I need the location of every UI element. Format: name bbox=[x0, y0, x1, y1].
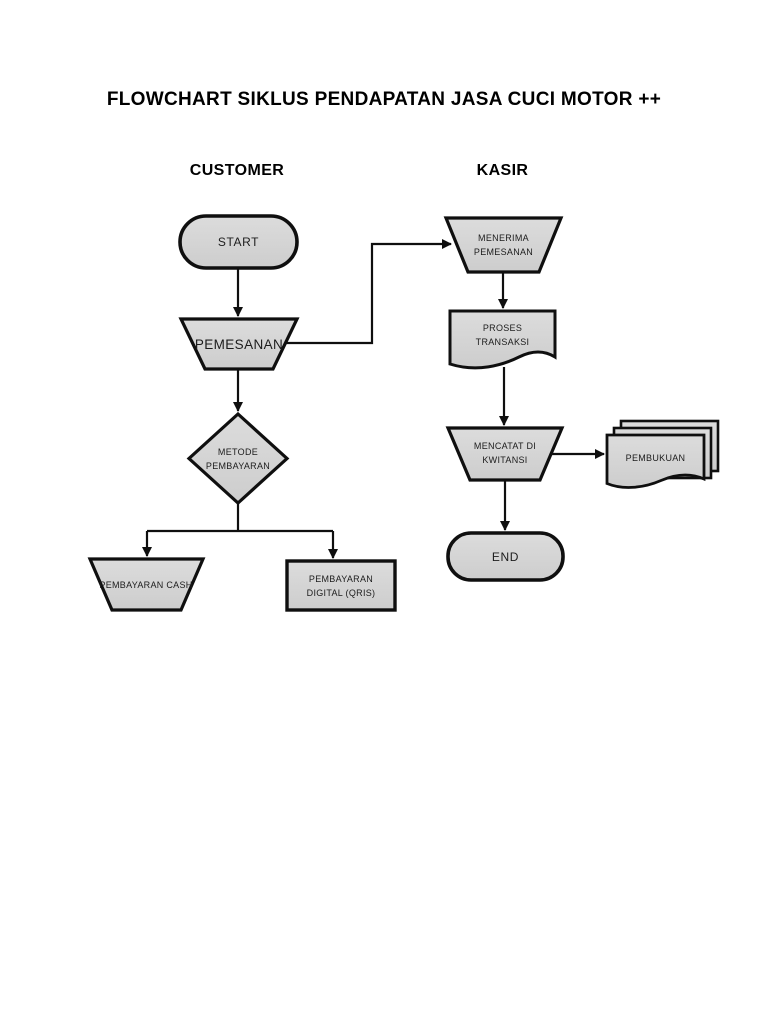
start-terminator-shape bbox=[178, 214, 299, 270]
page-title: FLOWCHART SIKLUS PENDAPATAN JASA CUCI MO… bbox=[106, 89, 662, 110]
pembayaran-cash-trapezoid-shape bbox=[87, 557, 206, 612]
metode-pembayaran-decision-shape bbox=[186, 411, 290, 506]
lane-header-kasir: KASIR bbox=[476, 162, 529, 179]
end-terminator-shape bbox=[446, 531, 565, 582]
pemesanan-trapezoid-shape bbox=[178, 317, 300, 371]
pembukuan-multidocument-shape bbox=[605, 419, 720, 489]
pembayaran-digital-rectangle-shape bbox=[285, 559, 397, 612]
menerima-pemesanan-trapezoid-shape bbox=[443, 216, 564, 274]
lane-header-customer: CUSTOMER bbox=[189, 162, 285, 179]
mencatat-kwitansi-trapezoid-shape bbox=[445, 426, 565, 482]
proses-transaksi-document-shape bbox=[448, 309, 557, 370]
pembukuan-front-document bbox=[605, 433, 706, 489]
connector-pemesanan-to-menerima bbox=[284, 239, 452, 345]
